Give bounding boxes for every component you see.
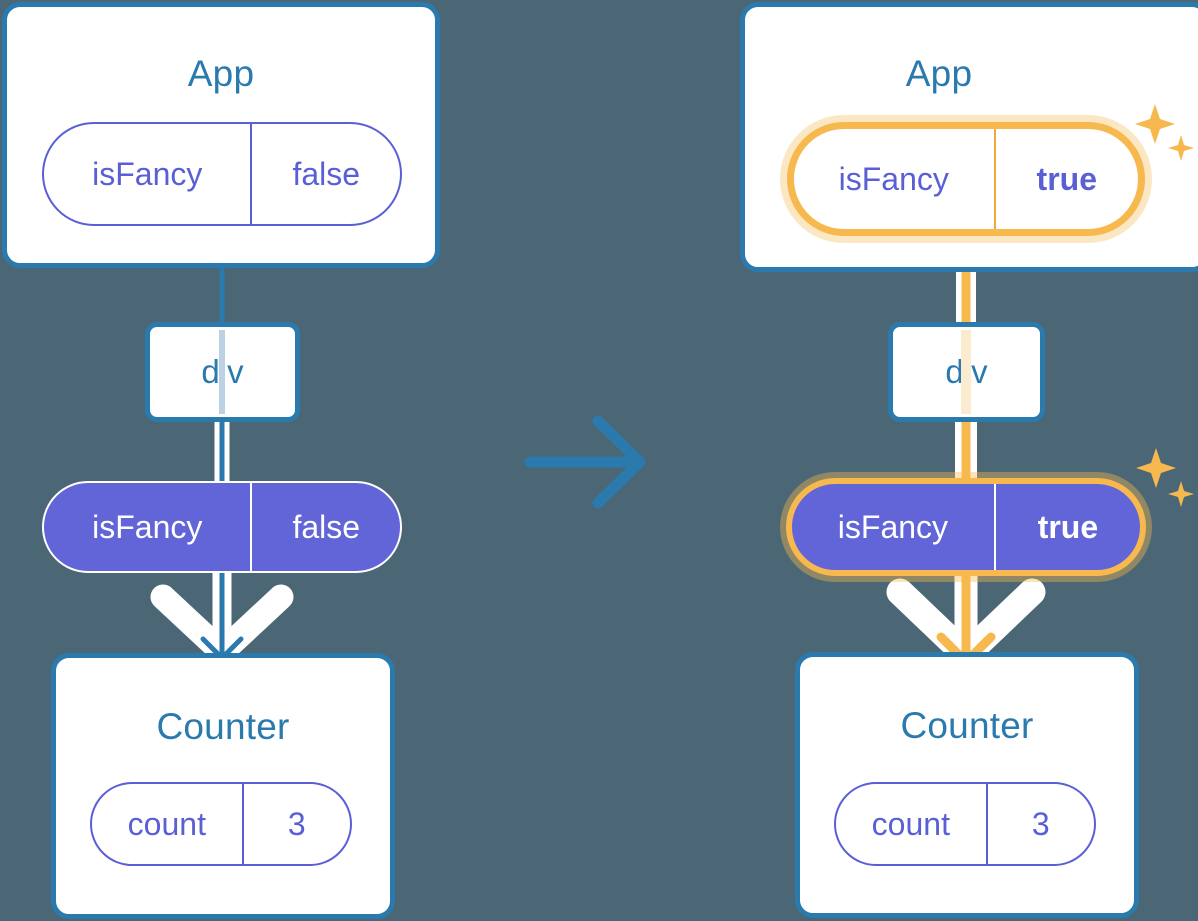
- pill-value: true: [993, 484, 1140, 570]
- pill-key: count: [127, 805, 206, 842]
- app-title-before: App: [187, 53, 255, 94]
- pill-key: isFancy: [92, 508, 203, 545]
- sparkles-prop-after: [1136, 448, 1194, 507]
- counter-title-before: Counter: [156, 706, 290, 747]
- pill-value: false: [250, 483, 400, 571]
- pill-key: count: [871, 805, 950, 842]
- prop-pill-isfancy-before[interactable]: isFancy false: [42, 481, 402, 573]
- edge-passthrough-after: [961, 330, 971, 414]
- pill-key: isFancy: [837, 508, 949, 545]
- sparkle-small-icon: [1168, 135, 1194, 161]
- edge-passthrough-before: [219, 330, 225, 414]
- pill-value: false: [250, 124, 400, 224]
- prop-pill-isfancy-after[interactable]: isFancy true: [786, 478, 1146, 576]
- state-pill-isfancy-app-before[interactable]: isFancy false: [42, 122, 402, 226]
- pill-key: isFancy: [838, 160, 949, 197]
- panel-after-counter-box: Counter: [795, 652, 1139, 918]
- arrow-right-icon: [524, 415, 646, 509]
- sparkles-app-after: [1135, 104, 1194, 161]
- pill-value: 3: [241, 784, 350, 864]
- pill-key: isFancy: [92, 155, 203, 192]
- sparkle-large-icon: [1135, 104, 1175, 144]
- state-pill-count-before[interactable]: count 3: [90, 782, 352, 866]
- sparkle-large-icon: [1136, 448, 1176, 488]
- counter-title-after: Counter: [900, 705, 1034, 746]
- pill-value: true: [993, 129, 1138, 229]
- state-pill-isfancy-app-after[interactable]: isFancy true: [787, 122, 1145, 236]
- pill-value: 3: [985, 784, 1094, 864]
- sparkle-small-icon: [1168, 481, 1194, 507]
- state-pill-count-after[interactable]: count 3: [834, 782, 1096, 866]
- app-title-after: App: [905, 53, 973, 94]
